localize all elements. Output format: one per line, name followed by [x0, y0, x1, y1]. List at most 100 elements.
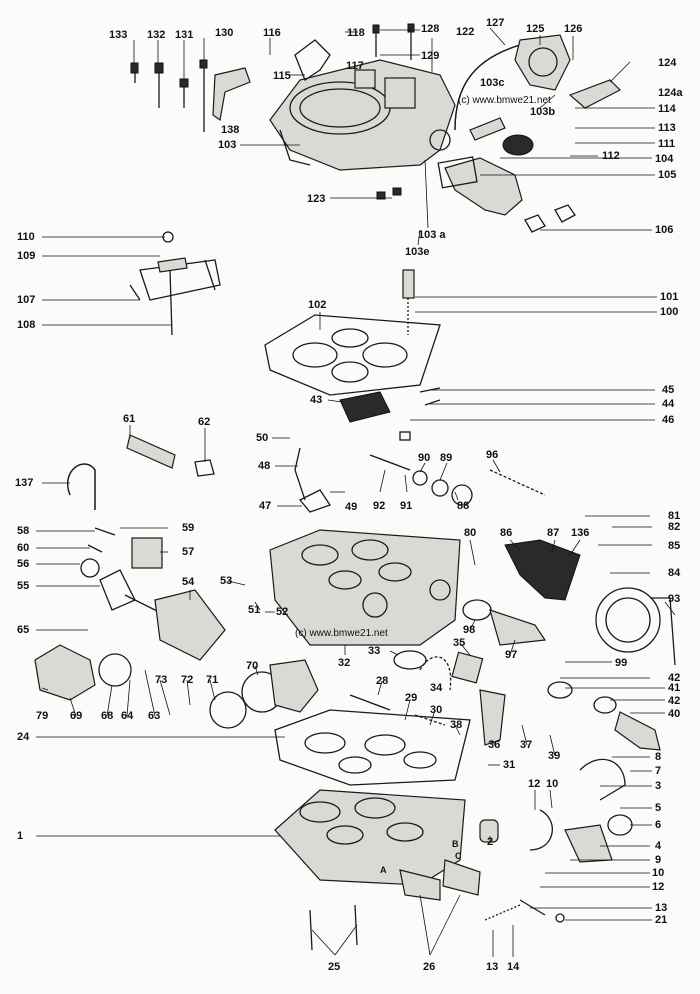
- leader-lines: [36, 27, 676, 957]
- part-label: 62: [198, 416, 211, 428]
- top-screws: [130, 59, 208, 132]
- valve-61: [126, 434, 176, 469]
- diaphragm-84: [595, 587, 661, 653]
- part-label: 105: [658, 169, 677, 181]
- part-label: 88: [457, 500, 470, 512]
- gasket-24: [274, 709, 471, 786]
- part-label: 110: [17, 231, 35, 243]
- part-label: 59: [182, 522, 195, 534]
- part-label: 87: [547, 527, 560, 539]
- rod-48: [294, 447, 306, 501]
- gasket-33: [393, 650, 427, 670]
- part-label: 60: [17, 542, 30, 554]
- part-label: 111: [658, 138, 676, 150]
- part-label: 12: [528, 778, 541, 790]
- part-2: [479, 819, 499, 843]
- part-label: 100: [660, 306, 679, 318]
- part-label: 114: [658, 103, 676, 115]
- part-label: 99: [615, 657, 628, 669]
- part-label: 96: [486, 449, 499, 461]
- hose-103c: [469, 117, 506, 141]
- part-label: 92: [373, 500, 386, 512]
- part-label: 42: [668, 695, 681, 707]
- part-label: 55: [17, 580, 30, 592]
- watermark-top: (c) www.bmwe21.net: [458, 95, 551, 106]
- part-label: 126: [564, 23, 583, 35]
- part-label: 123: [307, 193, 326, 205]
- part-label: 131: [175, 29, 194, 41]
- valve-block-43: [339, 391, 391, 423]
- part-label: 12: [652, 881, 665, 893]
- annotation-c: C: [455, 851, 462, 861]
- part-label: 3: [655, 780, 662, 792]
- screw-92: [369, 454, 411, 471]
- bracket-138: [212, 67, 251, 122]
- plug-40: [614, 711, 661, 751]
- part-label: 56: [17, 558, 30, 570]
- part-label: 109: [17, 250, 36, 262]
- jet-97: [489, 609, 547, 646]
- pump-housing-54: [154, 589, 226, 661]
- part-label: 14: [507, 961, 520, 973]
- part-label: 34: [430, 682, 443, 694]
- part-label: 72: [181, 674, 194, 686]
- part-label: 104: [655, 153, 674, 165]
- choke-housing-105: [444, 157, 523, 216]
- part-label: 103: [218, 139, 237, 151]
- part-label: 89: [440, 452, 453, 464]
- part-label: 58: [17, 525, 30, 537]
- lever-124: [568, 79, 622, 109]
- part-label: 44: [662, 398, 675, 410]
- spring-3: [579, 758, 626, 801]
- pulldown-diaphragm-125: [514, 34, 571, 91]
- part-label: 115: [273, 70, 291, 82]
- part-label: 50: [256, 432, 269, 444]
- part-label: 46: [662, 414, 675, 426]
- lever-36: [479, 689, 506, 746]
- part-label: 24: [17, 731, 30, 743]
- part-label: 40: [668, 708, 681, 720]
- part-label: 79: [36, 710, 49, 722]
- annotation-b: B: [452, 839, 459, 849]
- part-label: 81: [668, 510, 681, 522]
- part-label: 9: [655, 854, 662, 866]
- part-label: 84: [668, 567, 681, 579]
- part-label: 113: [658, 122, 676, 134]
- pump-55: [99, 569, 136, 611]
- part-label: 138: [221, 124, 240, 136]
- part-label: 93: [668, 593, 681, 605]
- part-label: 122: [456, 26, 475, 38]
- part-4: [564, 824, 613, 863]
- part-label: 63: [148, 710, 161, 722]
- part-label: 103e: [405, 246, 430, 258]
- part-label: 73: [155, 674, 168, 686]
- part-label: 25: [328, 961, 341, 973]
- part-label: 52: [276, 606, 289, 618]
- part-label: 57: [182, 546, 195, 558]
- part-label: 30: [430, 704, 443, 716]
- part-label: 124: [658, 57, 677, 69]
- part-label: 71: [206, 674, 219, 686]
- spring-96: [489, 469, 546, 496]
- part-label: 103 a: [418, 229, 446, 241]
- part-label: 118: [347, 27, 365, 39]
- part-label: 41: [668, 682, 681, 694]
- part-label: 54: [182, 576, 195, 588]
- annotation-a: A: [380, 865, 387, 875]
- lever-115: [294, 39, 331, 81]
- part-label: 13: [655, 902, 668, 914]
- part-label: 53: [220, 575, 233, 587]
- part-label: 36: [488, 739, 501, 751]
- part-label: 127: [486, 17, 505, 29]
- part-label: 68: [101, 710, 114, 722]
- part-label: 5: [655, 802, 662, 814]
- valve-26b: [442, 859, 481, 896]
- part-label: 31: [503, 759, 516, 771]
- screws-123: [376, 187, 402, 200]
- part-label: 21: [655, 914, 668, 926]
- cap-103b: [502, 134, 534, 156]
- float-assembly: [129, 231, 221, 336]
- part-label: 1: [17, 830, 24, 842]
- part-label: 10: [652, 867, 665, 879]
